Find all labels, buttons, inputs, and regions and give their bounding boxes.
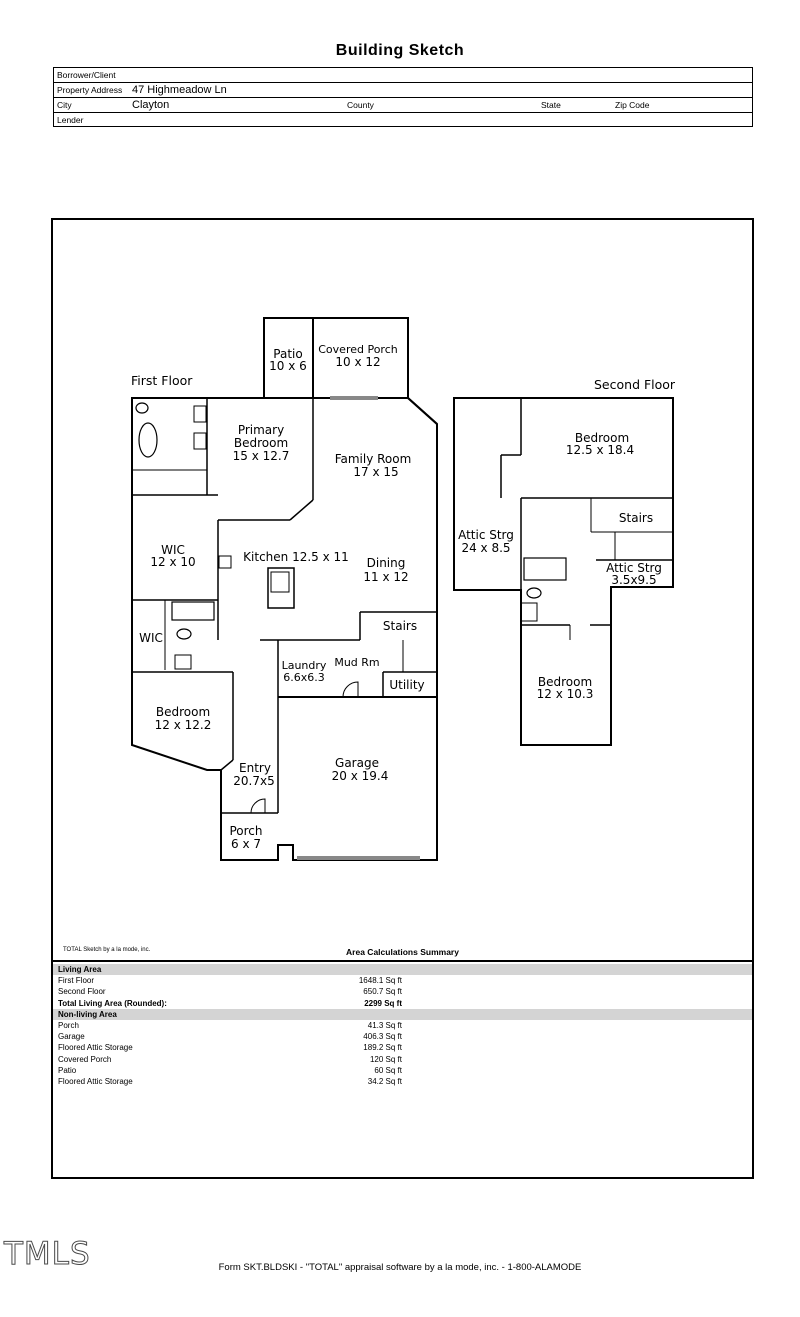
- row-value: 406.3 Sq ft: [363, 1032, 402, 1042]
- primary-bedroom-dim: 15 x 12.7: [233, 449, 290, 463]
- row-label: Second Floor: [58, 987, 106, 997]
- attic-storage-dim: 24 x 8.5: [461, 541, 510, 555]
- primary-bedroom-label-1: Primary: [238, 423, 284, 437]
- primary-bedroom-label-2: Bedroom: [234, 436, 288, 450]
- zip-label: Zip Code: [615, 100, 650, 110]
- bedroom-dim: 12 x 12.2: [155, 718, 212, 732]
- table-row: Floored Attic Storage 189.2 Sq ft: [53, 1042, 752, 1053]
- laundry-label: Laundry: [282, 659, 327, 672]
- table-row: Second Floor 650.7 Sq ft: [53, 986, 752, 997]
- bedroom2-label: Bedroom: [575, 431, 629, 445]
- total-value: 2299 Sq ft: [364, 998, 402, 1008]
- bedroom-label: Bedroom: [156, 705, 210, 719]
- family-room-dim: 17 x 15: [353, 465, 398, 479]
- porch-label: Porch: [229, 824, 262, 838]
- city-label: City: [57, 100, 72, 110]
- property-label: Property Address: [57, 85, 123, 95]
- bathtub: [138, 422, 158, 458]
- row-value: 650.7 Sq ft: [363, 987, 402, 997]
- row-label: Patio: [58, 1066, 77, 1076]
- row-label: Floored Attic Storage: [58, 1043, 133, 1053]
- patio-label: Patio: [273, 347, 302, 361]
- borrower-label: Borrower/Client: [57, 70, 116, 80]
- sketch-frame: First Floor Second Floor Patio 10 x 6 Co…: [51, 218, 754, 1179]
- area-summary-table: Living Area First Floor 1648.1 Sq ft Sec…: [53, 960, 752, 1179]
- nonliving-area-header: Non-living Area: [53, 1008, 752, 1020]
- first-floor-label: First Floor: [131, 373, 193, 388]
- borrower-row: Borrower/Client: [54, 68, 752, 83]
- state-label: State: [541, 100, 561, 110]
- floor-plan: First Floor Second Floor Patio 10 x 6 Co…: [131, 317, 676, 861]
- kitchen-island: [267, 567, 295, 609]
- second-floor-outline: [453, 397, 674, 746]
- covered-porch-label: Covered Porch: [318, 343, 398, 356]
- form-footer: Form SKT.BLDSKI - "TOTAL" appraisal soft…: [218, 1262, 582, 1273]
- living-area-header: Living Area: [53, 964, 752, 975]
- city-row: City Clayton County State Zip Code: [54, 98, 752, 113]
- dining-label: Dining: [367, 556, 406, 570]
- total-label: Total Living Area (Rounded):: [58, 998, 167, 1008]
- tmls-watermark: TMLS: [4, 1236, 91, 1273]
- property-value: 47 Highmeadow Ln: [132, 84, 227, 96]
- garage-dim: 20 x 19.4: [332, 769, 389, 783]
- dining-dim: 11 x 12: [363, 570, 408, 584]
- row-label: First Floor: [58, 976, 94, 985]
- bedroom2-dim: 12.5 x 18.4: [566, 443, 634, 457]
- row-label: Porch: [58, 1020, 79, 1030]
- area-summary-title: Area Calculations Summary: [346, 947, 459, 957]
- property-row: Property Address 47 Highmeadow Ln: [54, 83, 752, 98]
- stairs-label: Stairs: [383, 619, 417, 633]
- table-row: Garage 406.3 Sq ft: [53, 1031, 752, 1042]
- row-value: 120 Sq ft: [369, 1054, 402, 1064]
- table-row: First Floor 1648.1 Sq ft: [53, 975, 752, 986]
- city-value: Clayton: [132, 99, 170, 111]
- row-label: Covered Porch: [58, 1054, 112, 1064]
- header-table: Borrower/Client Property Address 47 High…: [53, 67, 753, 127]
- mud-room-label: Mud Rm: [334, 656, 379, 669]
- row-value: 34.2 Sq ft: [367, 1077, 402, 1087]
- entry-dim: 20.7x5: [233, 774, 274, 788]
- table-row: Floored Attic Storage 34.2 Sq ft: [53, 1076, 752, 1087]
- row-label: Floored Attic Storage: [58, 1077, 133, 1087]
- row-value: 60 Sq ft: [374, 1066, 402, 1076]
- bedroom3-label: Bedroom: [538, 675, 592, 689]
- attic-storage-label: Attic Strg: [458, 528, 514, 542]
- row-label: Garage: [58, 1032, 85, 1042]
- row-value: 41.3 Sq ft: [367, 1020, 402, 1030]
- covered-porch-dim: 10 x 12: [335, 355, 380, 369]
- wic-dim: 12 x 10: [150, 555, 195, 569]
- row-value: 1648.1 Sq ft: [358, 976, 402, 985]
- garage-label: Garage: [335, 756, 379, 770]
- wic-label: WIC: [161, 543, 185, 557]
- stairs2-label: Stairs: [619, 511, 653, 525]
- second-floor-label: Second Floor: [594, 377, 676, 392]
- lender-row: Lender: [54, 113, 752, 128]
- family-room-label: Family Room: [335, 452, 412, 466]
- row-value: 189.2 Sq ft: [363, 1043, 402, 1053]
- porch-dim: 6 x 7: [231, 837, 261, 851]
- total-row: Total Living Area (Rounded): 2299 Sq ft: [53, 998, 752, 1009]
- page-title: Building Sketch: [335, 42, 465, 59]
- wic2-label: WIC: [139, 631, 163, 645]
- attic-storage2-label: Attic Strg: [606, 561, 662, 575]
- kitchen-label: Kitchen 12.5 x 11: [243, 550, 349, 564]
- table-row: Covered Porch 120 Sq ft: [53, 1054, 752, 1065]
- patio-dim: 10 x 6: [269, 359, 307, 373]
- table-row: Patio 60 Sq ft: [53, 1065, 752, 1076]
- lender-label: Lender: [57, 115, 84, 125]
- county-label: County: [347, 100, 374, 110]
- laundry-dim: 6.6x6.3: [283, 671, 325, 684]
- attic-storage2-dim: 3.5x9.5: [611, 573, 656, 587]
- table-row: Porch 41.3 Sq ft: [53, 1020, 752, 1031]
- bedroom3-dim: 12 x 10.3: [537, 687, 594, 701]
- utility-label: Utility: [389, 678, 424, 692]
- sketch-credit: TOTAL Sketch by a la mode, inc.: [63, 947, 151, 953]
- entry-label: Entry: [239, 761, 271, 775]
